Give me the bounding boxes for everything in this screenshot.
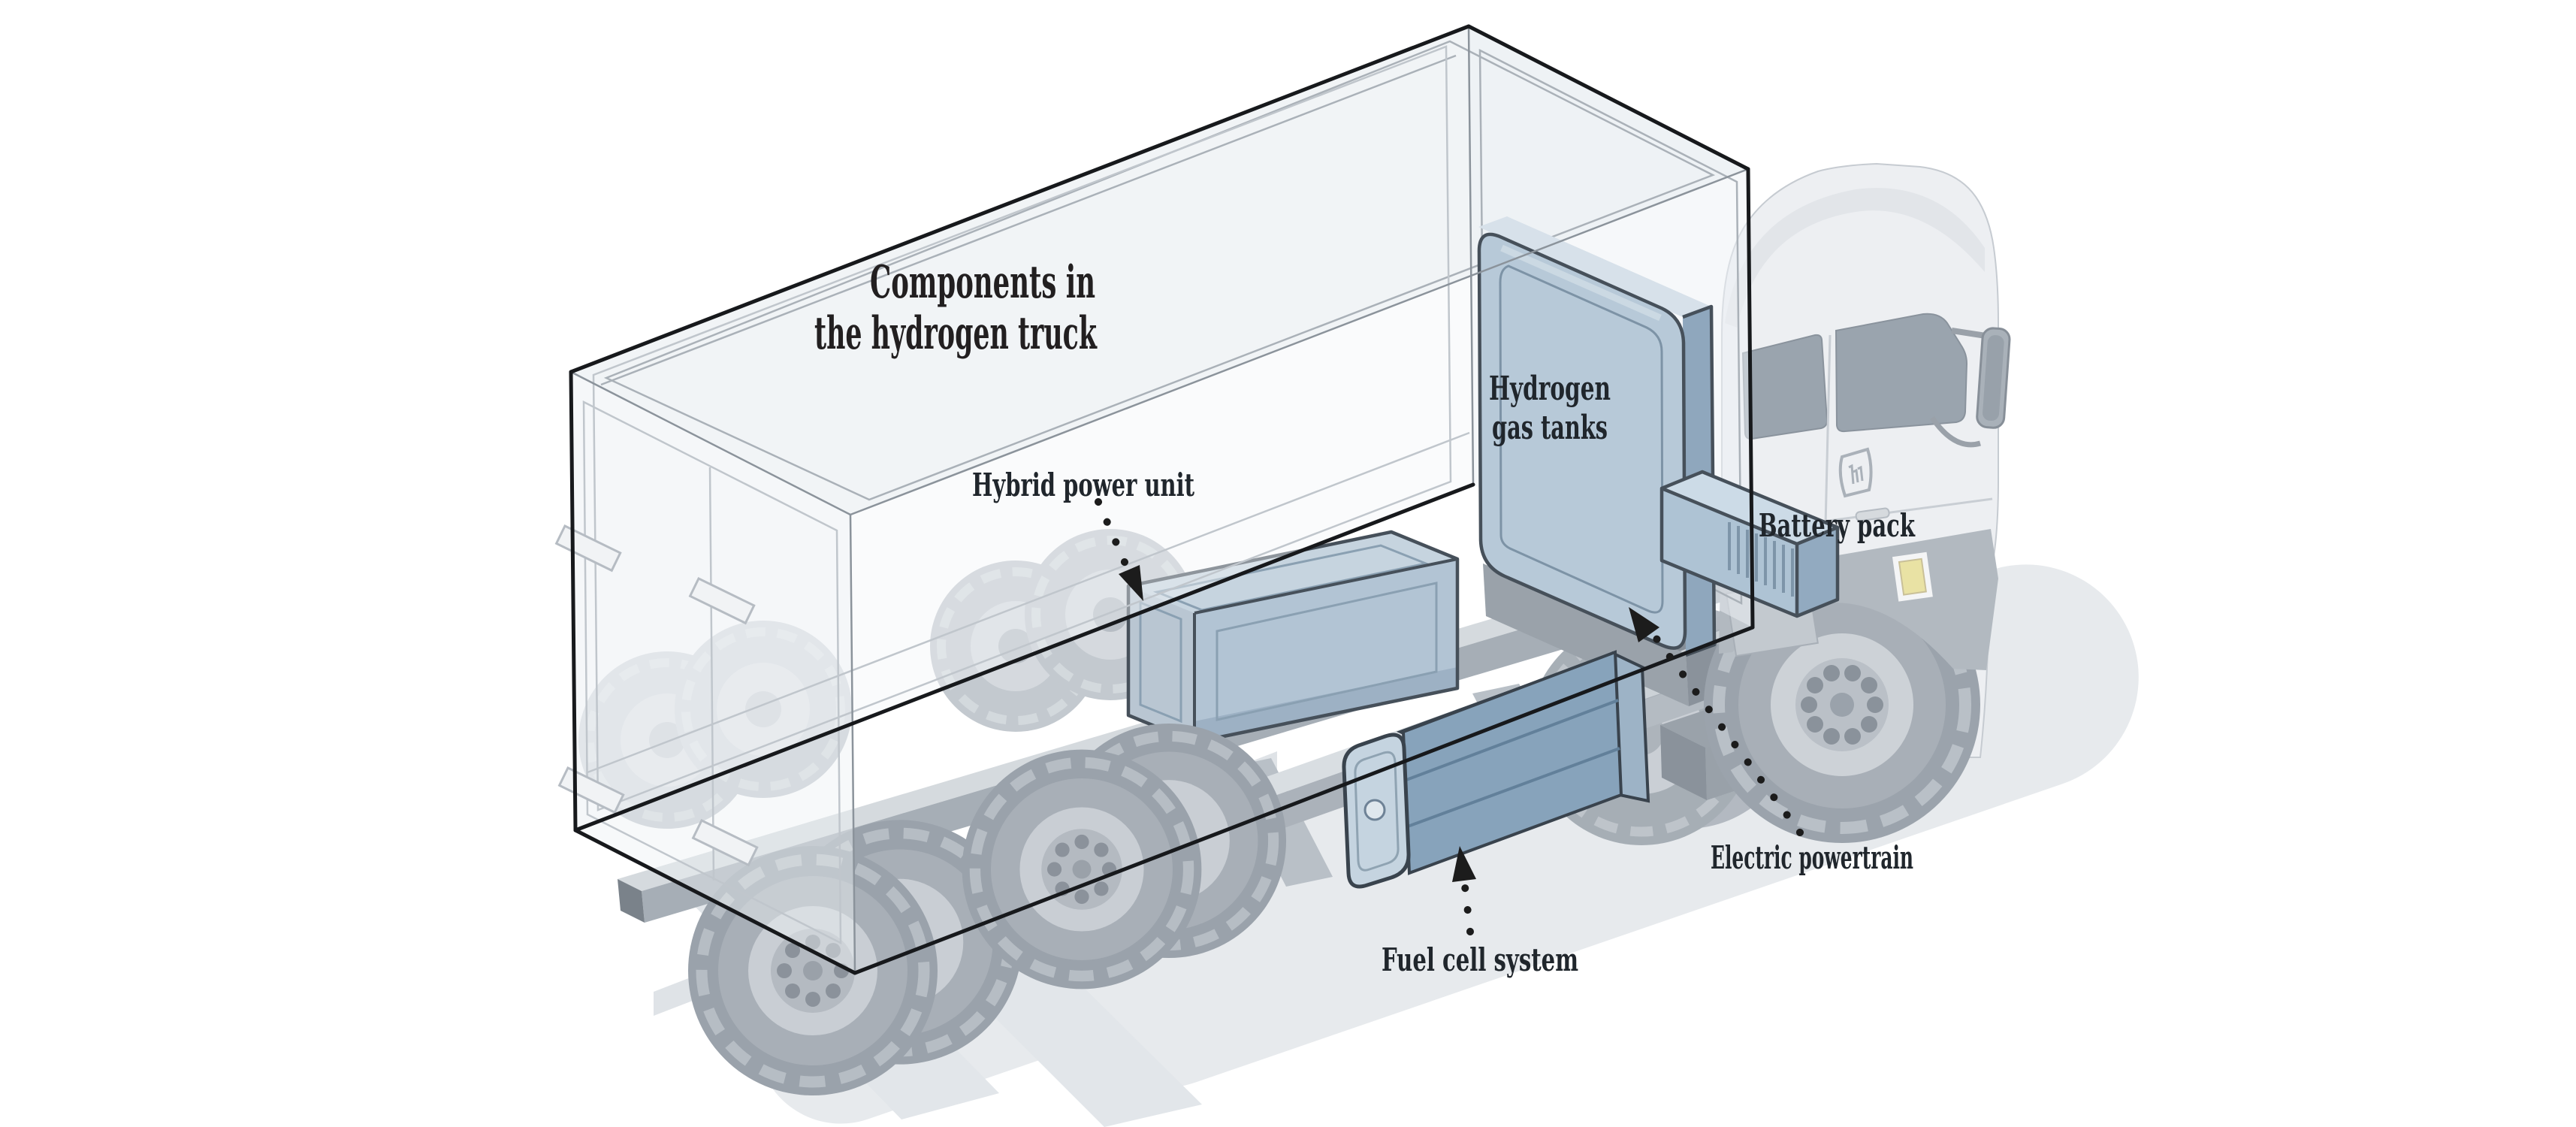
hybrid-power-unit: [1126, 530, 1460, 745]
cab-side-window: [1741, 334, 1829, 440]
hybrid-arrow-head: [1119, 565, 1143, 601]
near-wheel-2: [962, 749, 1202, 990]
cab-roof-fairing: [1725, 188, 1985, 328]
page-title-line2: the hydrogen truck: [814, 307, 1098, 360]
text-layer: Components in the hydrogen truck Hybrid …: [814, 256, 1916, 978]
label-electric-powertrain: Electric powertrain: [1711, 839, 1913, 876]
fuel-arrow-dots: [1461, 883, 1474, 935]
label-fuel-cell-system: Fuel cell system: [1382, 941, 1578, 978]
trailer-rear-face: [571, 372, 855, 973]
far-wheel-2: [675, 621, 852, 798]
trailer-side-face: [571, 26, 1473, 830]
side-mirror: [1976, 327, 2011, 429]
cab-door-handle: [1855, 507, 1890, 522]
cab-door-seam: [1824, 334, 1832, 527]
trailer-edges: [569, 24, 1755, 975]
side-marker-light: [1892, 551, 1933, 602]
powertrain-arrow-dots: [1650, 632, 1804, 836]
fuel-cell-system: [1342, 650, 1650, 889]
fuel-cell-port: [1363, 799, 1386, 821]
cab-windshield: [1835, 313, 1968, 433]
page-title-line1: Components in: [870, 256, 1095, 309]
trailer-wheels-far: [578, 529, 1196, 829]
trailer-roof: [571, 26, 1748, 515]
trailer-wheels-near: [688, 723, 1287, 1095]
label-hydrogen-line2: gas tanks: [1492, 409, 1608, 447]
brand-logo: [1838, 447, 1873, 498]
pointer-arrows: [1095, 498, 1804, 935]
label-battery-pack: Battery pack: [1759, 507, 1916, 544]
tank-front-face: [1478, 234, 1686, 648]
label-hybrid-power-unit: Hybrid power unit: [972, 467, 1194, 503]
powertrain-arrow-head: [1629, 607, 1659, 642]
mirror-arm-lower: [1930, 416, 1981, 448]
label-hydrogen-line1: Hydrogen: [1489, 370, 1611, 408]
cab: [1704, 162, 2011, 843]
near-wheel-1: [688, 846, 938, 1095]
fuel-arrow-head: [1452, 846, 1476, 882]
battery-vents: [1728, 522, 1794, 597]
